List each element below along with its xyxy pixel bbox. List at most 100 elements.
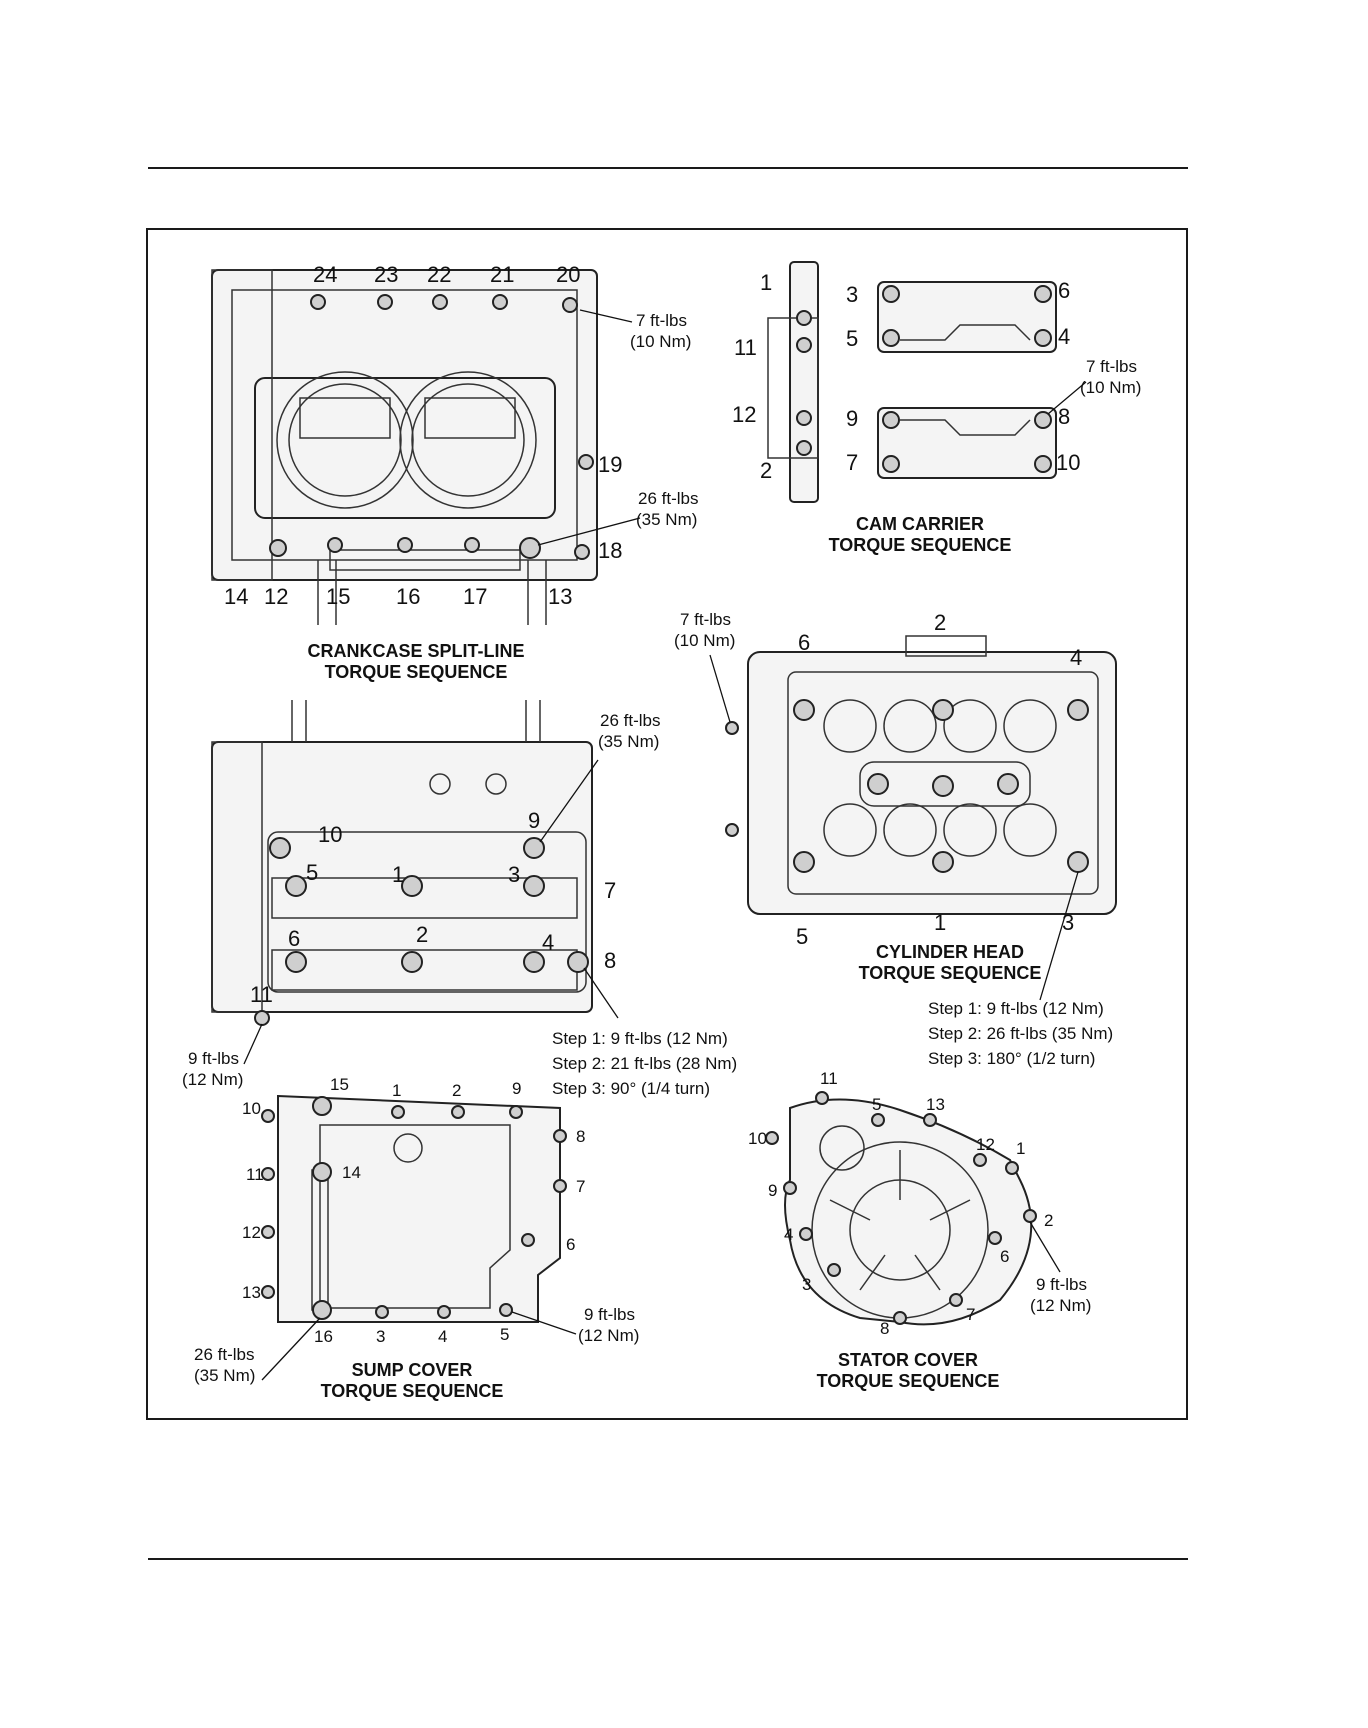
lower-torque-large-1: 26 ft-lbs — [600, 711, 660, 730]
head-num-6: 6 — [798, 630, 810, 655]
stator-leader — [1029, 1221, 1061, 1273]
stator-num-3: 3 — [802, 1275, 811, 1294]
stator-torque-2: (12 Nm) — [1030, 1296, 1091, 1315]
stator-num-5: 5 — [872, 1095, 881, 1114]
cam-caption-1: CAM CARRIER — [856, 514, 984, 534]
sump-num-1: 1 — [392, 1081, 401, 1100]
sump-torque-large-2: (35 Nm) — [194, 1366, 255, 1385]
crankcase-caption-1: CRANKCASE SPLIT-LINE — [307, 641, 524, 661]
head-caption-1: CYLINDER HEAD — [876, 942, 1024, 962]
lower-num-4: 4 — [542, 930, 554, 955]
head-leader-steps — [1039, 871, 1079, 1001]
stator-caption-1: STATOR COVER — [838, 1350, 978, 1370]
bottom-rule — [148, 1558, 1188, 1560]
crankcase-num-24: 24 — [313, 262, 337, 287]
head-caption-2: TORQUE SEQUENCE — [859, 963, 1042, 983]
lower-torque-small-1: 9 ft-lbs — [188, 1049, 239, 1068]
crankcase-num-21: 21 — [490, 262, 514, 287]
cam-num-9: 9 — [846, 406, 858, 431]
stator-cover-bolt-numbers: 11 5 13 10 12 1 9 2 4 6 3 8 7 — [748, 1069, 1053, 1338]
cam-num-12: 12 — [732, 402, 756, 427]
cam-num-8: 8 — [1058, 404, 1070, 429]
sump-caption-2: TORQUE SEQUENCE — [321, 1381, 504, 1401]
crankcase-torque-large-1: 26 ft-lbs — [638, 489, 698, 508]
head-torque-small-2: (10 Nm) — [674, 631, 735, 650]
head-num-2: 2 — [934, 610, 946, 635]
lower-num-5: 5 — [306, 860, 318, 885]
stator-num-2: 2 — [1044, 1211, 1053, 1230]
sump-cover-bolt-numbers: 15 1 2 9 10 8 11 14 7 12 6 13 16 3 4 5 — [242, 1075, 585, 1346]
lower-crankcase-bolt-numbers: 10 9 5 1 3 7 6 2 4 8 11 — [250, 808, 616, 1007]
lower-num-2: 2 — [416, 922, 428, 947]
lower-leader-steps — [583, 967, 619, 1019]
stator-num-13: 13 — [926, 1095, 945, 1114]
cam-torque-2: (10 Nm) — [1080, 378, 1141, 397]
cam-num-11: 11 — [734, 335, 757, 360]
sump-num-13: 13 — [242, 1283, 261, 1302]
lower-num-7: 7 — [604, 878, 616, 903]
sump-num-9: 9 — [512, 1079, 521, 1098]
cam-carrier-drawing — [767, 261, 1057, 503]
lower-num-8: 8 — [604, 948, 616, 973]
lower-num-11: 11 — [250, 982, 273, 1007]
crankcase-torque-large-2: (35 Nm) — [636, 510, 697, 529]
stator-num-11: 11 — [820, 1069, 838, 1088]
sump-num-5: 5 — [500, 1325, 509, 1344]
top-rule — [148, 167, 1188, 169]
cam-leader — [1047, 381, 1087, 415]
cam-torque-1: 7 ft-lbs — [1086, 357, 1137, 376]
sump-num-14: 14 — [342, 1163, 361, 1182]
crankcase-num-23: 23 — [374, 262, 398, 287]
crankcase-bolt-numbers: 24 23 22 21 20 19 18 14 12 15 16 17 13 — [224, 262, 622, 609]
crankcase-num-18: 18 — [598, 538, 622, 563]
cam-carrier-bolt-numbers: 1 11 12 2 3 6 5 4 9 8 7 10 — [732, 270, 1080, 483]
sump-num-4: 4 — [438, 1327, 447, 1346]
sump-num-10: 10 — [242, 1099, 261, 1118]
crankcase-num-17: 17 — [463, 584, 487, 609]
cam-num-6: 6 — [1058, 278, 1070, 303]
sump-leader-large — [261, 1317, 321, 1381]
sump-num-7: 7 — [576, 1177, 585, 1196]
stator-num-7: 7 — [966, 1305, 975, 1324]
head-num-4: 4 — [1070, 645, 1082, 670]
lower-torque-small-2: (12 Nm) — [182, 1070, 243, 1089]
crankcase-leader-large — [537, 517, 641, 546]
sump-num-15: 15 — [330, 1075, 349, 1094]
head-num-1: 1 — [934, 910, 946, 935]
sump-num-2: 2 — [452, 1081, 461, 1100]
cam-num-7: 7 — [846, 450, 858, 475]
lower-crankcase-drawing — [211, 700, 593, 1026]
sump-num-6: 6 — [566, 1235, 575, 1254]
stator-num-6: 6 — [1000, 1247, 1009, 1266]
cam-num-2: 2 — [760, 458, 772, 483]
lower-step-1: Step 1: 9 ft-lbs (12 Nm) — [552, 1029, 728, 1048]
crankcase-num-15: 15 — [326, 584, 350, 609]
lower-leader-large — [539, 759, 599, 843]
lower-leader-small — [243, 1023, 263, 1065]
stator-num-4: 4 — [784, 1225, 793, 1244]
stator-num-9: 9 — [768, 1181, 777, 1200]
crankcase-leader-small — [579, 309, 633, 323]
sump-num-11: 11 — [246, 1165, 264, 1184]
head-step-2: Step 2: 26 ft-lbs (35 Nm) — [928, 1024, 1113, 1043]
head-num-3: 3 — [1062, 910, 1074, 935]
cam-num-10: 10 — [1056, 450, 1080, 475]
sump-num-8: 8 — [576, 1127, 585, 1146]
stator-num-12: 12 — [976, 1135, 995, 1154]
figure-frame — [146, 228, 1188, 1420]
head-leader-small — [709, 654, 731, 723]
cam-caption-2: TORQUE SEQUENCE — [829, 535, 1012, 555]
lower-num-6: 6 — [288, 926, 300, 951]
crankcase-drawing — [211, 269, 598, 625]
lower-num-3: 3 — [508, 862, 520, 887]
stator-num-8: 8 — [880, 1319, 889, 1338]
cam-num-4: 4 — [1058, 324, 1070, 349]
crankcase-num-20: 20 — [556, 262, 580, 287]
head-step-1: Step 1: 9 ft-lbs (12 Nm) — [928, 999, 1104, 1018]
crankcase-num-19: 19 — [598, 452, 622, 477]
crankcase-num-22: 22 — [427, 262, 451, 287]
cam-num-5: 5 — [846, 326, 858, 351]
stator-torque-1: 9 ft-lbs — [1036, 1275, 1087, 1294]
crankcase-num-14: 14 — [224, 584, 248, 609]
